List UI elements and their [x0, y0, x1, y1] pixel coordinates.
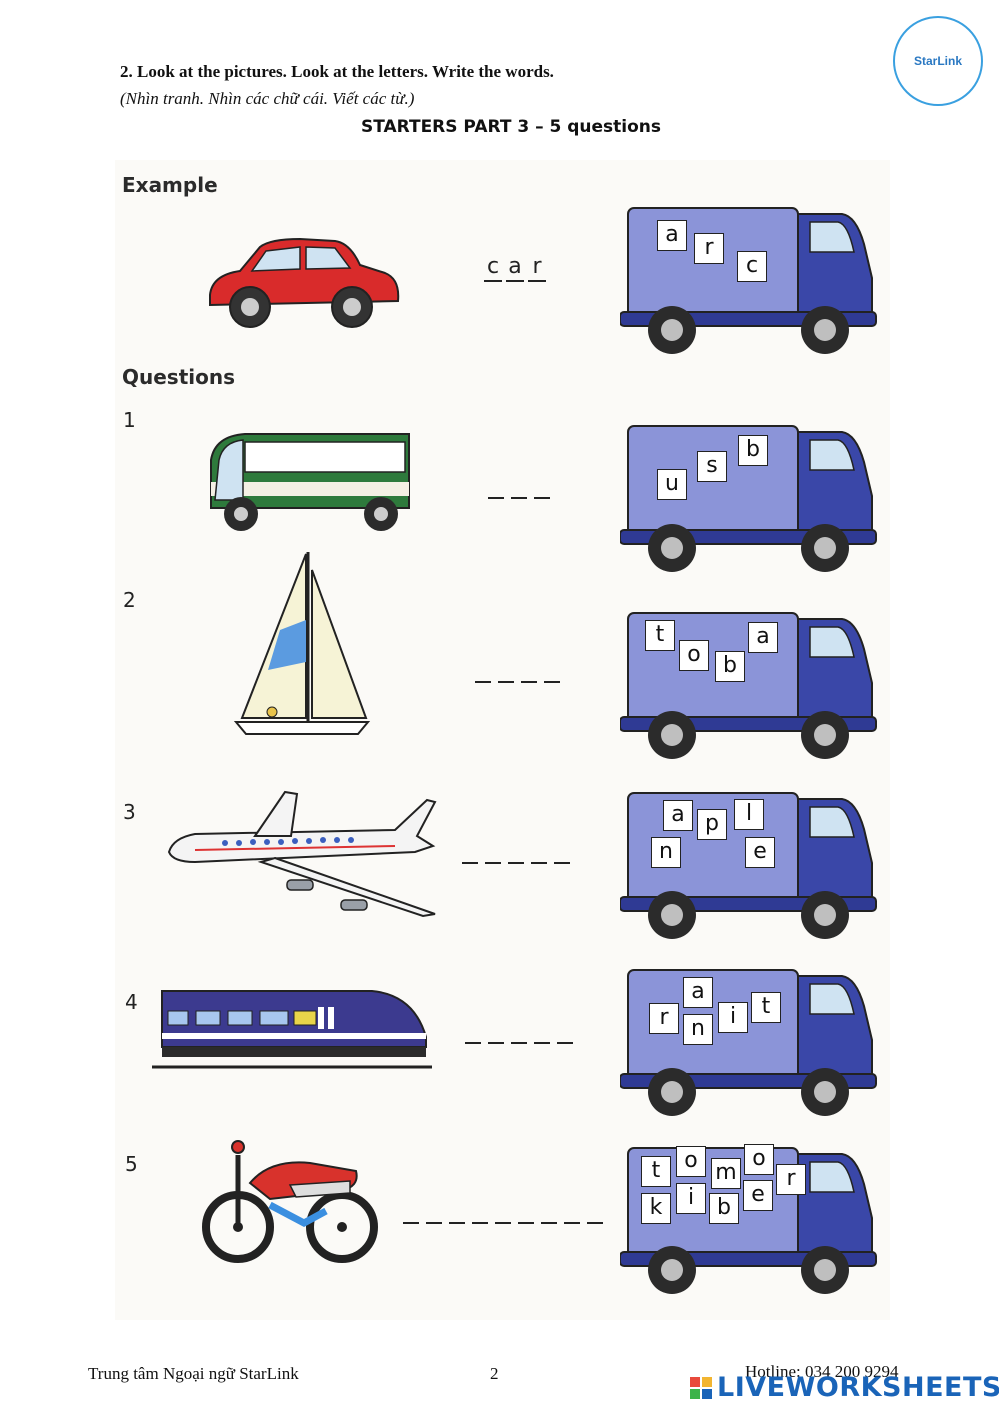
- answer-letter: r: [528, 256, 546, 282]
- truck-icon: [619, 425, 877, 572]
- answer-blank[interactable]: [511, 1042, 527, 1044]
- letter-tile: k: [641, 1193, 671, 1224]
- answer-blank[interactable]: [544, 681, 560, 683]
- answer-blank[interactable]: [541, 1222, 557, 1224]
- example-answer: c a r: [484, 256, 546, 282]
- answer-blank[interactable]: [531, 862, 547, 864]
- logo-text: StarLink: [913, 54, 962, 68]
- letter-truck: a p l n e: [619, 785, 880, 945]
- letter-tile: o: [679, 640, 709, 671]
- liveworksheets-watermark: LIVEWORKSHEETS: [690, 1372, 999, 1403]
- letter-tile: n: [651, 837, 681, 868]
- letter-tile: b: [715, 651, 745, 682]
- answer-blank[interactable]: [485, 862, 501, 864]
- letter-tile: i: [676, 1183, 706, 1214]
- sailboat-icon: [233, 552, 371, 735]
- letter-tile: l: [734, 799, 764, 830]
- question-number: 3: [123, 800, 136, 824]
- question-number: 2: [123, 588, 136, 612]
- train-icon: [152, 990, 432, 1069]
- starlink-logo: StarLink: [893, 16, 983, 106]
- answer-blank[interactable]: [534, 497, 550, 499]
- liveworksheets-logo-icon: [690, 1376, 712, 1399]
- letter-tile: t: [641, 1156, 671, 1187]
- answer-blank[interactable]: [518, 1222, 534, 1224]
- letter-tile: e: [745, 837, 775, 868]
- watermark-text: LIVEWORKSHEETS: [717, 1372, 999, 1403]
- worksheet-panel: [115, 160, 890, 1320]
- letter-tile: a: [683, 977, 713, 1008]
- letter-truck: u s b: [619, 418, 880, 578]
- letter-tile: t: [751, 992, 781, 1023]
- instruction: 2. Look at the pictures. Look at the let…: [120, 62, 554, 81]
- example-label: Example: [122, 173, 218, 197]
- letter-tile: b: [709, 1193, 739, 1224]
- airplane-icon: [167, 790, 437, 918]
- answer-blank[interactable]: [564, 1222, 580, 1224]
- letter-tile: e: [743, 1180, 773, 1211]
- answer-blank[interactable]: [554, 862, 570, 864]
- answer-blank[interactable]: [557, 1042, 573, 1044]
- letter-truck: a r n i t: [619, 962, 880, 1122]
- footer-center-name: Trung tâm Ngoại ngữ StarLink: [88, 1364, 299, 1383]
- question-number: 4: [125, 990, 138, 1014]
- letter-tile: r: [694, 233, 724, 264]
- letter-tile: c: [737, 251, 767, 282]
- answer-blank[interactable]: [462, 862, 478, 864]
- letter-tile: t: [645, 620, 675, 651]
- answer-letter: c: [484, 256, 502, 282]
- answer-blank[interactable]: [449, 1222, 465, 1224]
- letter-tile: m: [711, 1158, 741, 1189]
- letter-tile: r: [649, 1003, 679, 1034]
- letter-tile: p: [697, 809, 727, 840]
- answer-blank[interactable]: [488, 1042, 504, 1044]
- answer-blank[interactable]: [426, 1222, 442, 1224]
- bus-icon: [210, 433, 410, 531]
- answer-blank[interactable]: [495, 1222, 511, 1224]
- answer-blanks[interactable]: [475, 681, 560, 683]
- questions-label: Questions: [122, 365, 236, 389]
- letter-tile: n: [683, 1014, 713, 1045]
- question-number: 5: [125, 1152, 138, 1176]
- letter-tile: b: [738, 435, 768, 466]
- answer-blanks[interactable]: [403, 1222, 603, 1224]
- answer-blanks[interactable]: [465, 1042, 573, 1044]
- answer-blank[interactable]: [508, 862, 524, 864]
- answer-blank[interactable]: [488, 497, 504, 499]
- letter-tile: u: [657, 469, 687, 500]
- answer-blank[interactable]: [403, 1222, 419, 1224]
- question-number: 1: [123, 408, 136, 432]
- letter-tile: s: [697, 451, 727, 482]
- letter-tile: a: [748, 622, 778, 653]
- answer-letter: a: [506, 256, 524, 282]
- letter-truck: t o m o r k i b e: [619, 1140, 880, 1300]
- letter-tile: o: [744, 1144, 774, 1175]
- part-title: STARTERS PART 3 – 5 questions: [360, 117, 662, 137]
- hotline: Hotline: 034 200 9294: [745, 1362, 899, 1381]
- letter-tile: a: [657, 220, 687, 251]
- letter-tile: i: [718, 1002, 748, 1033]
- truck-icon: [619, 207, 877, 354]
- answer-blanks[interactable]: [462, 862, 570, 864]
- answer-blank[interactable]: [534, 1042, 550, 1044]
- answer-blank[interactable]: [521, 681, 537, 683]
- truck-icon: [619, 969, 877, 1116]
- page-number: 2: [490, 1364, 499, 1383]
- truck-icon: [619, 792, 877, 939]
- letter-tile: r: [776, 1164, 806, 1195]
- instruction-vi: (Nhìn tranh. Nhìn các chữ cái. Viết các …: [120, 89, 415, 108]
- letter-truck: t o b a: [619, 605, 880, 765]
- answer-blank[interactable]: [511, 497, 527, 499]
- answer-blanks[interactable]: [488, 497, 550, 499]
- letter-truck: a r c: [619, 200, 880, 360]
- answer-blank[interactable]: [465, 1042, 481, 1044]
- car-icon: [209, 237, 400, 328]
- answer-blank[interactable]: [472, 1222, 488, 1224]
- answer-blank[interactable]: [587, 1222, 603, 1224]
- letter-tile: a: [663, 800, 693, 831]
- answer-blank[interactable]: [498, 681, 514, 683]
- letter-tile: o: [676, 1146, 706, 1177]
- motorbike-icon: [202, 1140, 378, 1263]
- answer-blank[interactable]: [475, 681, 491, 683]
